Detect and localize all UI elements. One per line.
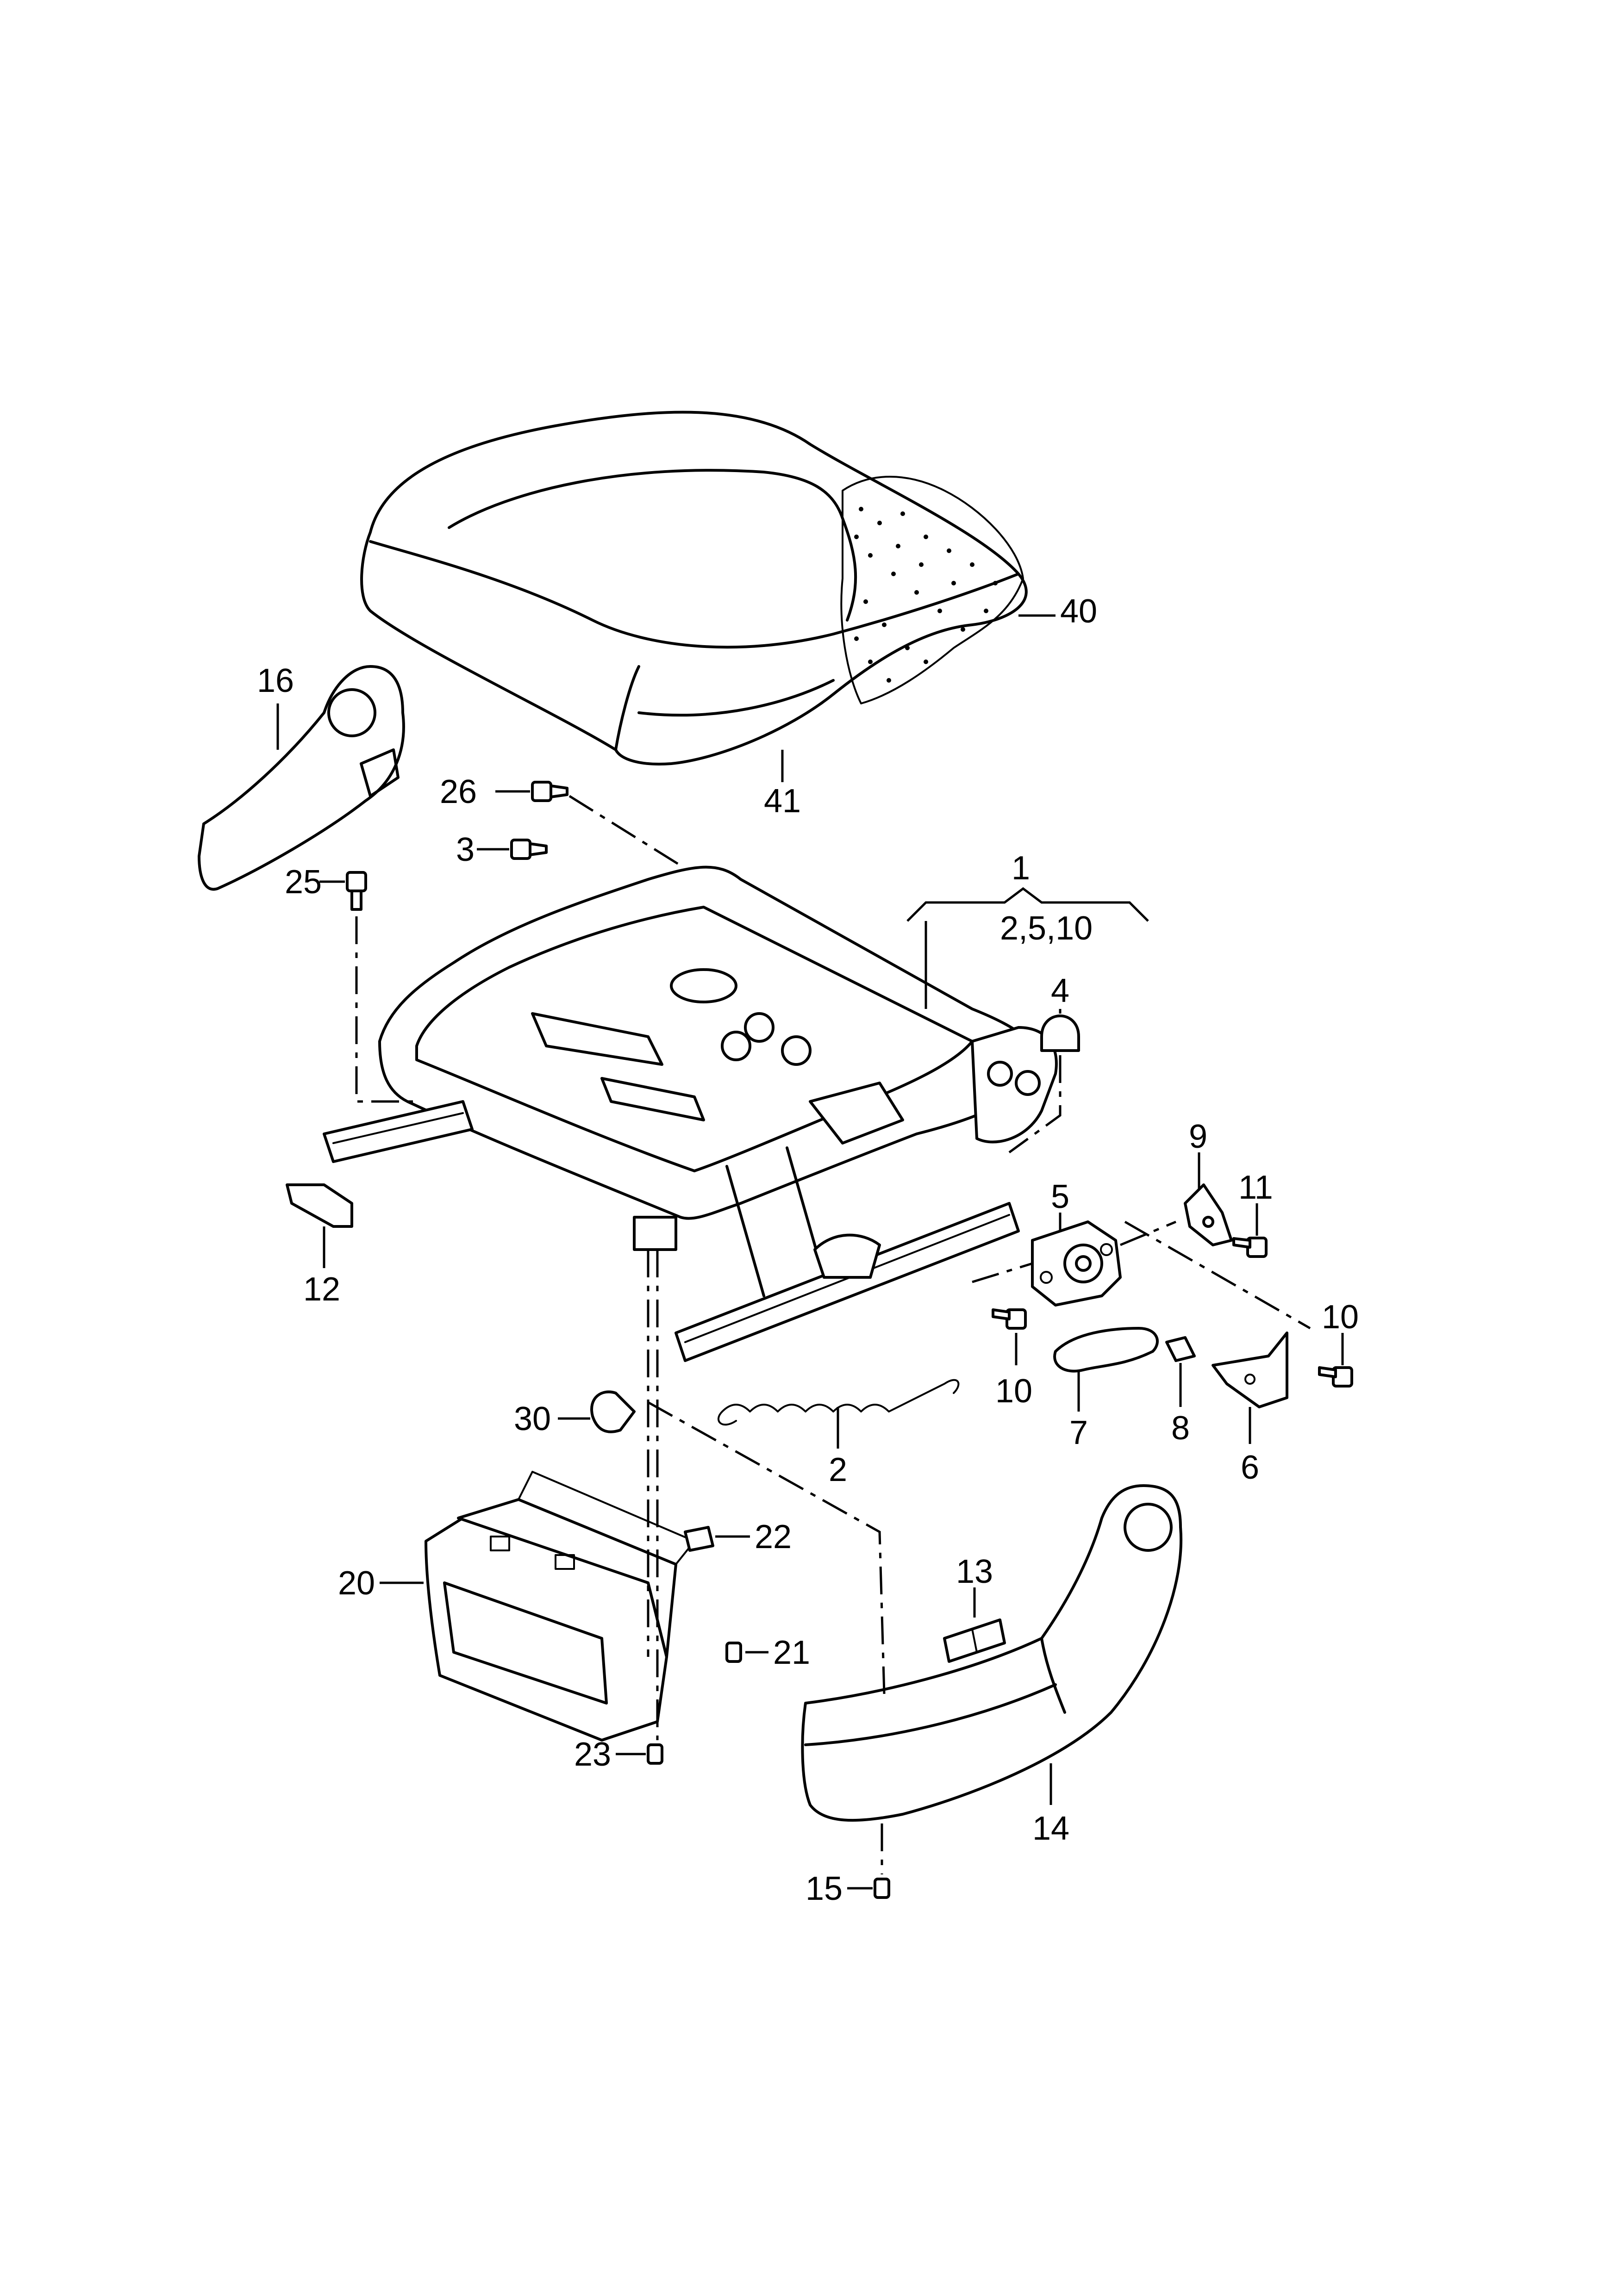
nut-22-part	[684, 1526, 714, 1552]
seat-cushion-part	[360, 411, 1028, 765]
callout-21: 21	[773, 1634, 810, 1671]
callout-10-right: 10	[1322, 1299, 1359, 1336]
centerline-14	[647, 1401, 886, 1694]
handle-trim-7-part	[1053, 1327, 1159, 1373]
handle-12-part	[286, 1183, 353, 1228]
callout-2: 2	[829, 1451, 847, 1488]
callout-4: 4	[1051, 972, 1069, 1009]
centerline-5b	[1120, 1220, 1176, 1246]
callout-13: 13	[956, 1553, 993, 1590]
callout-14: 14	[1032, 1810, 1069, 1847]
clip-13-part	[943, 1618, 1006, 1663]
callout-25: 25	[285, 864, 322, 901]
callout-23: 23	[574, 1736, 611, 1773]
centerline-5a	[972, 1262, 1033, 1283]
bolt-10-right-part	[1318, 1366, 1353, 1388]
group-members-label: 2,5,10	[1000, 910, 1093, 947]
callout-41: 41	[764, 783, 801, 820]
hook-30-part	[590, 1390, 636, 1433]
spring-2-part	[718, 1379, 960, 1426]
callout-8: 8	[1171, 1410, 1190, 1447]
bracket-9-part	[1184, 1183, 1233, 1246]
callout-6: 6	[1241, 1449, 1259, 1486]
callout-40: 40	[1060, 593, 1097, 630]
side-trim-left-part	[198, 665, 405, 891]
callout-9: 9	[1189, 1118, 1207, 1155]
side-trim-right-14-part	[801, 1484, 1183, 1822]
bolt-26-part	[531, 781, 568, 802]
group-bracket-1	[906, 887, 1149, 922]
callout-30: 30	[514, 1400, 551, 1437]
callout-11: 11	[1238, 1169, 1273, 1206]
callout-20: 20	[338, 1565, 375, 1602]
bolt-10-left-part	[992, 1308, 1027, 1330]
centerline-25	[355, 916, 417, 1103]
bolt-3-part	[510, 839, 548, 860]
callout-16: 16	[257, 662, 294, 699]
bolt-25-part	[346, 871, 367, 911]
callout-7: 7	[1069, 1414, 1088, 1451]
callout-15: 15	[806, 1870, 843, 1907]
clip-8-part	[1165, 1336, 1196, 1362]
screw-23-part	[647, 1743, 663, 1765]
seat-frame-part	[323, 865, 1058, 1362]
screw-21-part	[725, 1642, 742, 1663]
centerline-5c	[1124, 1220, 1311, 1330]
screw-15-part	[874, 1878, 890, 1899]
callout-22: 22	[755, 1518, 792, 1556]
storage-drawer-20-part	[425, 1471, 695, 1742]
centerline-26	[568, 795, 681, 867]
recliner-mechanism-5-part	[1031, 1220, 1122, 1307]
centerline-4	[1008, 1055, 1062, 1154]
callout-26: 26	[440, 773, 477, 810]
cap-nut-4-part	[1040, 1014, 1080, 1052]
callout-12: 12	[303, 1271, 340, 1308]
callout-5: 5	[1051, 1178, 1069, 1215]
bracket-6-part	[1212, 1332, 1288, 1408]
bolt-11-part	[1232, 1237, 1268, 1258]
callout-10-left: 10	[995, 1373, 1032, 1410]
group-label-1: 1	[1012, 850, 1030, 887]
callout-3: 3	[456, 831, 475, 868]
